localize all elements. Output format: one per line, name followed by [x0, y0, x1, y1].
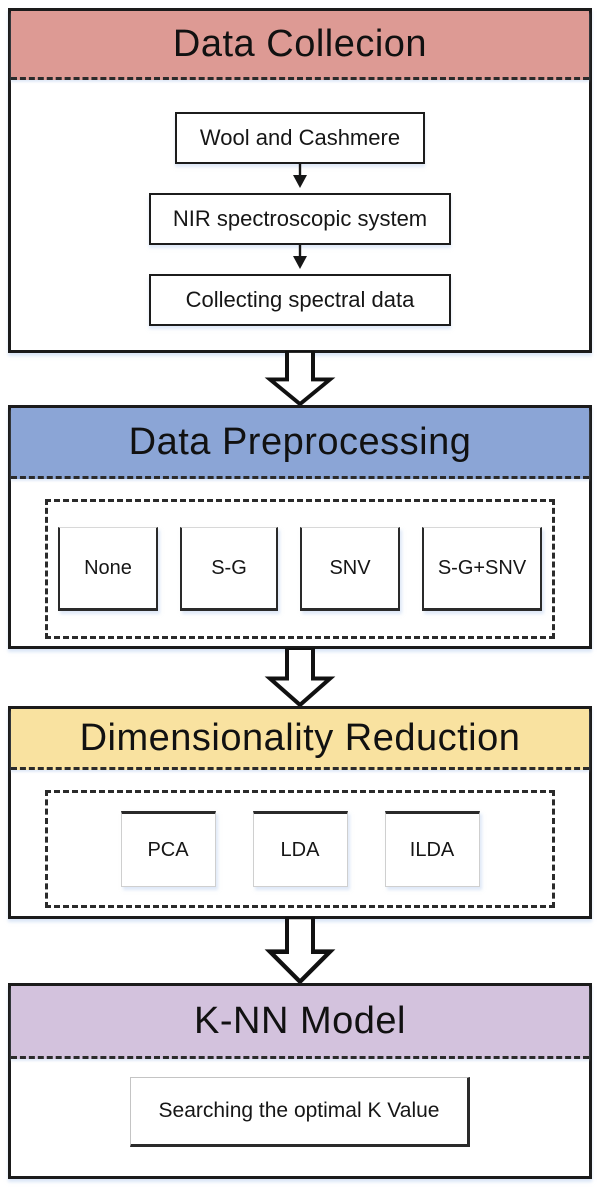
step-label: NIR spectroscopic system [172, 206, 428, 231]
option-label: ILDA [409, 838, 455, 861]
steps-column: Wool and Cashmere NIR spectroscopic syst… [11, 80, 589, 326]
step-box-collecting-spectra: Collecting spectral data [149, 274, 451, 326]
step-box-optimal-k: Searching the optimal K Value [130, 1077, 470, 1147]
option-box-ilda: ILDA [384, 811, 480, 887]
option-box-pca: PCA [120, 811, 216, 887]
option-box-sg-snv: S-G+SNV [422, 527, 542, 611]
step-box-nir-system: NIR spectroscopic system [149, 193, 451, 245]
section-title: Dimensionality Reduction [79, 716, 521, 759]
result-row: Searching the optimal K Value [11, 1059, 589, 1147]
step-label: Collecting spectral data [185, 287, 415, 312]
down-arrow-icon [291, 245, 309, 274]
option-box-sg: S-G [180, 527, 278, 611]
option-label: SNV [329, 556, 371, 579]
section-header: Data Collecion [11, 11, 589, 80]
option-label: S-G [211, 556, 247, 579]
section-data-collection: Data Collecion Wool and Cashmere NIR spe… [8, 8, 592, 353]
section-title: Data Preprocessing [128, 420, 472, 463]
section-data-preprocessing: Data Preprocessing None S-G SNV S-G+SNV [8, 405, 592, 649]
options-group: None S-G SNV S-G+SNV [45, 499, 555, 639]
section-header: Data Preprocessing [11, 408, 589, 479]
section-header: Dimensionality Reduction [11, 709, 589, 770]
option-label: S-G+SNV [437, 556, 527, 579]
option-box-lda: LDA [252, 811, 348, 887]
flow-arrow-icon [256, 351, 344, 406]
section-title: K-NN Model [194, 999, 406, 1042]
step-label: Wool and Cashmere [199, 125, 401, 150]
option-label: None [84, 556, 132, 579]
section-knn-model: K-NN Model Searching the optimal K Value [8, 983, 592, 1179]
flow-arrow-icon [256, 917, 344, 984]
section-dimensionality-reduction: Dimensionality Reduction PCA LDA ILDA [8, 706, 592, 919]
flow-arrow-icon [256, 648, 344, 707]
option-label: LDA [280, 838, 320, 861]
options-group: PCA LDA ILDA [45, 790, 555, 908]
section-header: K-NN Model [11, 986, 589, 1059]
option-label: PCA [147, 838, 189, 861]
option-box-none: None [58, 527, 158, 611]
down-arrow-icon [291, 164, 309, 193]
section-title: Data Collecion [172, 22, 428, 65]
step-label: Searching the optimal K Value [158, 1099, 440, 1122]
step-box-wool-and-cashmere: Wool and Cashmere [175, 112, 425, 164]
option-box-snv: SNV [300, 527, 400, 611]
